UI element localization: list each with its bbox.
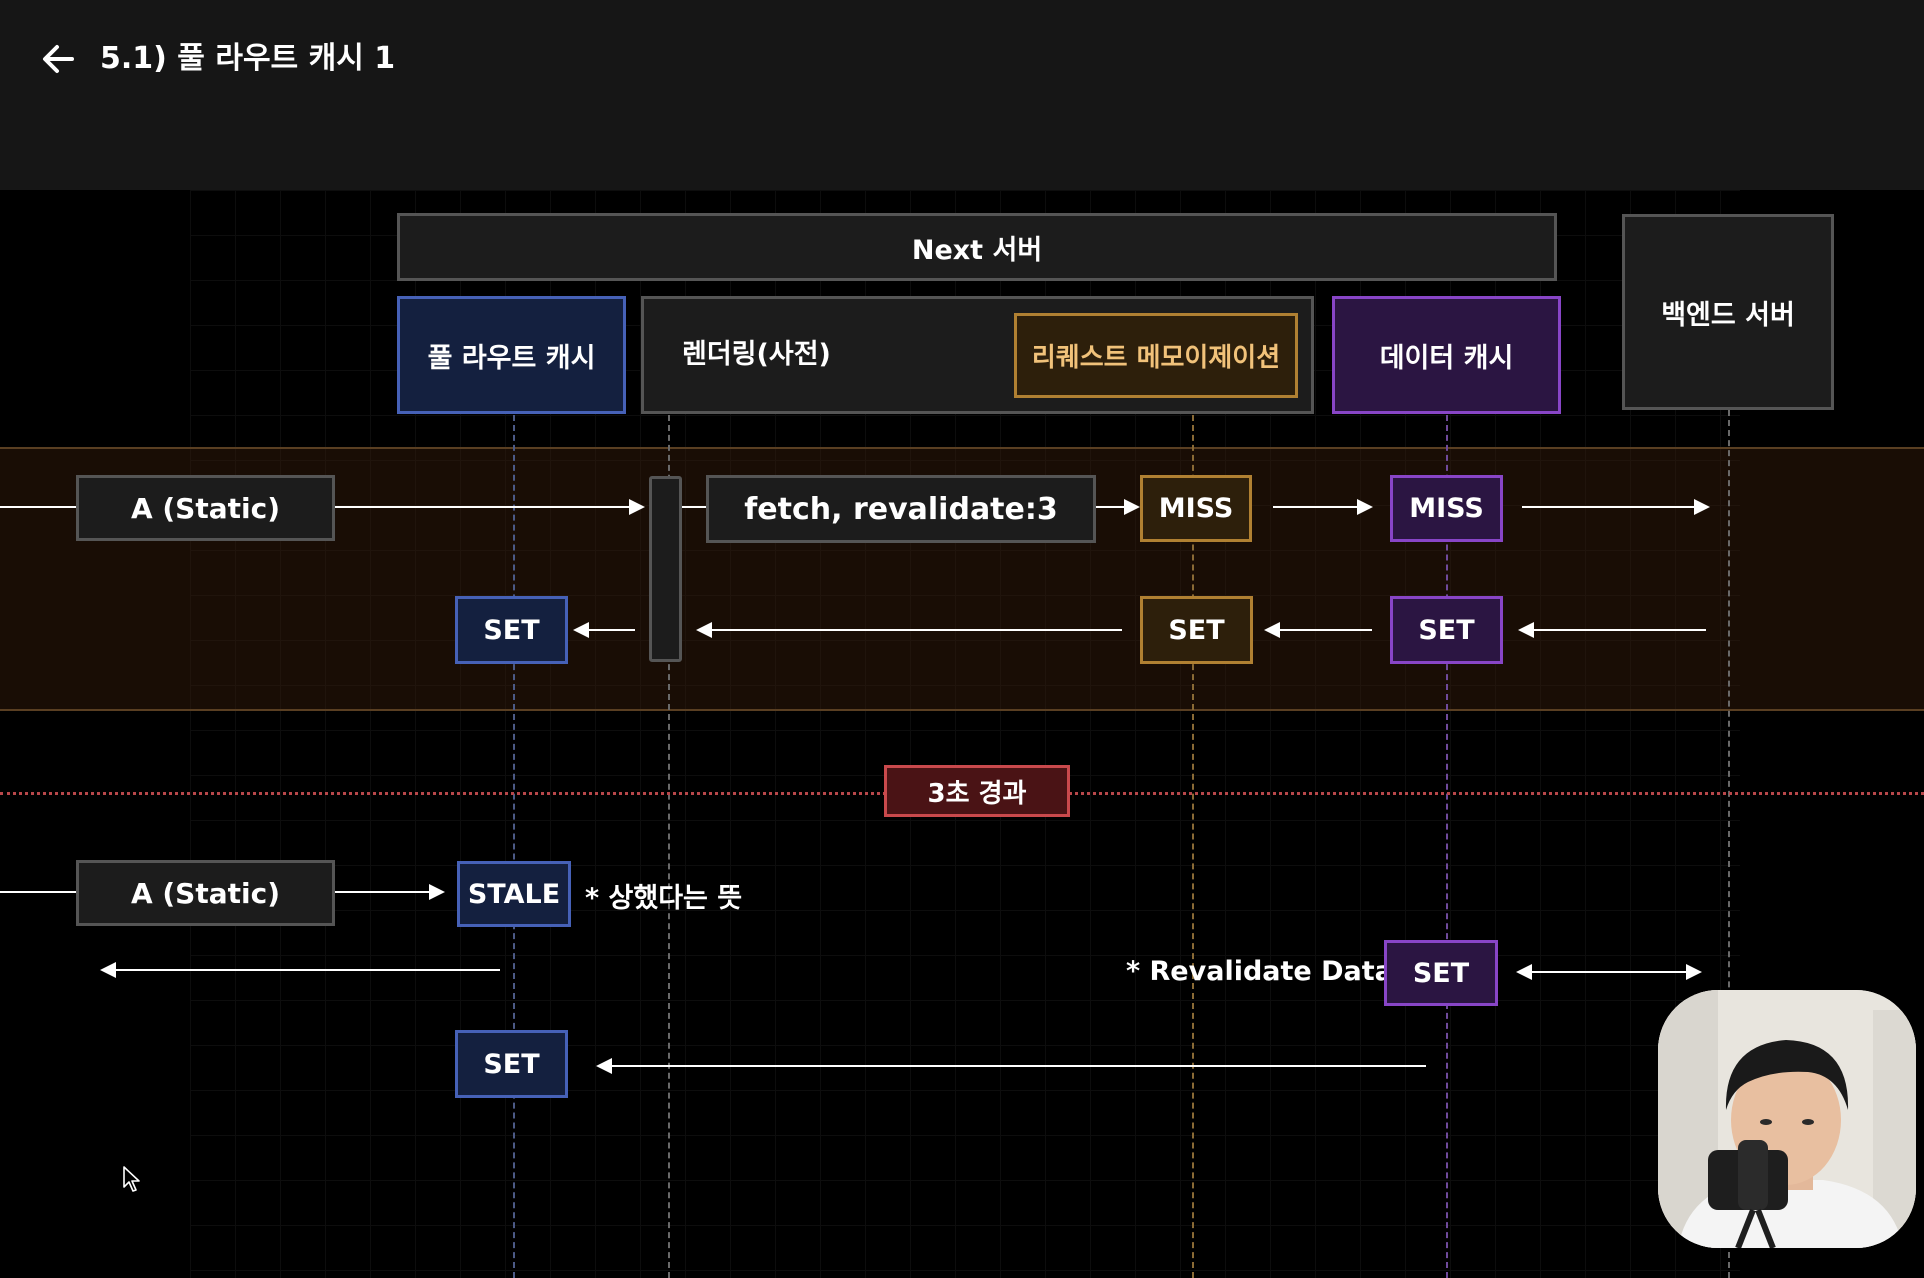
presenter-webcam	[1658, 990, 1916, 1248]
incoming-line-1	[0, 506, 78, 508]
page-a-static-1: A (Static)	[76, 475, 335, 541]
arrow-rendering-to-route-set	[573, 622, 635, 638]
stale-badge: STALE	[457, 861, 571, 927]
elapsed-time-badge: 3초 경과	[884, 765, 1070, 817]
request-memoization-box: 리퀘스트 메모이제이션	[1014, 313, 1298, 398]
route-set-badge-2: SET	[455, 1030, 568, 1098]
data-set-badge-2: SET	[1384, 940, 1498, 1006]
arrow-backend-to-data-set	[1518, 622, 1706, 638]
backend-server-box: 백엔드 서버	[1622, 214, 1834, 410]
page-a-static-2: A (Static)	[76, 860, 335, 926]
mouse-cursor-icon	[123, 1166, 140, 1192]
arrow-to-stale	[335, 884, 445, 900]
fetch-box: fetch, revalidate:3	[706, 475, 1096, 543]
stale-note: * 상했다는 뜻	[585, 883, 743, 914]
arrow-memo-to-rendering	[696, 622, 1122, 638]
lifeline-backend-server	[1728, 410, 1730, 1278]
rendering-activation-bar	[649, 476, 682, 662]
arrow-stale-response	[100, 962, 500, 978]
arrow-to-rendering	[335, 499, 645, 515]
arrow-left-icon	[43, 45, 74, 73]
next-server-box: Next 서버	[397, 213, 1557, 281]
data-miss-badge: MISS	[1390, 475, 1503, 542]
data-set-badge-1: SET	[1390, 596, 1503, 664]
incoming-line-2	[0, 891, 78, 893]
page-title: 5.1) 풀 라우트 캐시 1	[100, 41, 396, 76]
lifeline-request-memoization	[1192, 415, 1194, 1278]
lifeline-data-cache	[1446, 415, 1448, 1278]
arrow-revalidate-backend	[1516, 964, 1702, 980]
full-route-cache-box: 풀 라우트 캐시	[397, 296, 626, 414]
revalidate-note: * Revalidate Data	[1126, 956, 1393, 987]
lifeline-rendering	[668, 415, 670, 1278]
rendering-box: 렌더링(사전) 리퀘스트 메모이제이션	[641, 296, 1314, 414]
memo-set-badge: SET	[1140, 596, 1253, 664]
arrow-data-to-route-set	[596, 1058, 1426, 1074]
arrow-to-data-miss	[1273, 499, 1373, 515]
arrow-to-memo-miss	[1096, 499, 1140, 515]
video-title-bar: 5.1) 풀 라우트 캐시 1	[0, 0, 1924, 190]
arrow-data-to-memo-set	[1264, 622, 1372, 638]
render-to-fetch-line	[682, 506, 708, 508]
back-button[interactable]	[34, 34, 84, 84]
presenter-image	[1658, 990, 1916, 1248]
arrow-to-backend	[1522, 499, 1710, 515]
rendering-label: 렌더링(사전)	[682, 339, 831, 370]
video-frame[interactable]: Next 서버 백엔드 서버 풀 라우트 캐시 렌더링(사전) 리퀘스트 메모이…	[0, 190, 1924, 1278]
lifeline-full-route-cache	[513, 415, 515, 1278]
route-set-badge-1: SET	[455, 596, 568, 664]
memo-miss-badge: MISS	[1140, 475, 1252, 542]
data-cache-box: 데이터 캐시	[1332, 296, 1561, 414]
